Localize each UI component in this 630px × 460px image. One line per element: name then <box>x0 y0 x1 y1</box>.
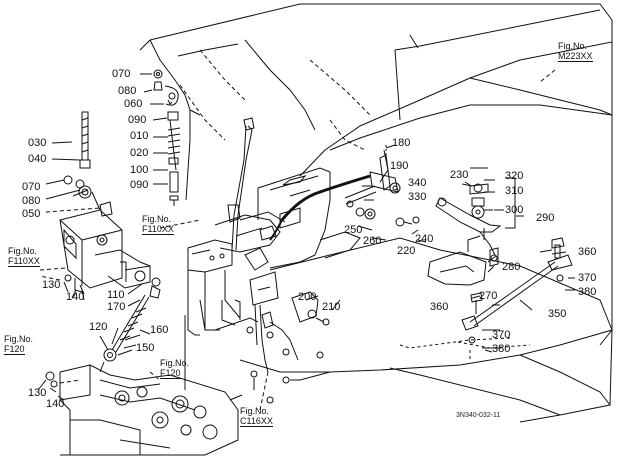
part-number: 130 <box>42 279 61 291</box>
part-number: 270 <box>479 290 498 302</box>
part-number: 340 <box>408 177 427 189</box>
part-number: 230 <box>450 169 469 181</box>
figref-f120-a-line1: Fig.No. <box>4 334 34 344</box>
floor-bolts <box>246 326 324 404</box>
figref-f110-b-line1: Fig.No. <box>8 246 38 256</box>
figref-f120-a: Fig.No. F120 <box>4 334 33 355</box>
figref-m223-line2: M223XX <box>558 51 593 62</box>
part-number: 200 <box>298 291 317 303</box>
part-number: 260 <box>363 235 382 247</box>
figref-f110-b: Fig.No. F110XX <box>8 246 40 267</box>
part-number: 190 <box>390 160 409 172</box>
lever-bracket <box>184 117 371 390</box>
part-number: 180 <box>392 137 411 149</box>
part-number: 330 <box>408 191 427 203</box>
part-number: 070 <box>22 181 41 193</box>
part-number: 040 <box>28 153 47 165</box>
part-number: 250 <box>344 224 363 236</box>
part-number: 380 <box>492 343 511 355</box>
part-number: 090 <box>130 179 149 191</box>
part-number: 070 <box>112 68 131 80</box>
part-number: 220 <box>397 245 416 257</box>
cylinder-block-left <box>39 209 161 301</box>
linkage-right <box>291 145 575 353</box>
part-number: 380 <box>578 286 597 298</box>
part-number: 080 <box>118 85 137 97</box>
leader-lines-left <box>49 281 151 401</box>
figref-f120-b: Fig.No. F120 <box>160 358 189 379</box>
part-number: 080 <box>22 195 41 207</box>
part-number: 370 <box>492 329 511 341</box>
part-number: 110 <box>107 289 125 301</box>
figref-f110-a-line1: Fig.No. <box>142 214 172 224</box>
part-number: 160 <box>150 324 169 336</box>
figref-f120-b-line1: Fig.No. <box>160 358 190 368</box>
figref-m223: Fig.No. M223XX <box>558 41 593 62</box>
part-number: 100 <box>130 164 149 176</box>
figref-c116-line2: C116XX <box>240 416 273 427</box>
figref-f120-b-line2: F120 <box>160 368 181 379</box>
part-number: 010 <box>130 130 149 142</box>
part-number: 280 <box>502 261 521 273</box>
rod-assembly-upper <box>140 69 181 206</box>
part-number: 350 <box>548 308 567 320</box>
part-number: 370 <box>578 272 597 284</box>
part-number: 210 <box>322 301 341 313</box>
part-number: 360 <box>430 301 449 313</box>
part-number: 060 <box>124 98 143 110</box>
part-number: 150 <box>136 342 155 354</box>
figref-c116: Fig.No. C116XX <box>240 406 273 427</box>
part-number: 290 <box>536 212 555 224</box>
rod-160 <box>99 294 150 373</box>
figref-f110-b-line2: F110XX <box>8 256 40 267</box>
part-number: 130 <box>28 387 47 399</box>
part-number: 170 <box>107 301 126 313</box>
figref-f120-a-line2: F120 <box>4 344 25 355</box>
cylinder-block-lower <box>37 364 243 456</box>
part-number: 320 <box>505 170 524 182</box>
part-number: 240 <box>415 233 434 245</box>
rod-assembly-left <box>45 111 113 217</box>
figref-m223-line1: Fig.No. <box>558 41 588 51</box>
part-number: 030 <box>28 137 47 149</box>
body-panels <box>139 3 613 423</box>
figref-f110-a: Fig.No. F110XX <box>142 214 174 235</box>
leader-lines-right <box>305 144 553 311</box>
figref-leaders <box>39 69 556 411</box>
part-number: 360 <box>578 246 597 258</box>
figref-c116-line1: Fig.No. <box>240 406 270 416</box>
part-number: 090 <box>128 114 147 126</box>
part-number: 140 <box>46 398 65 410</box>
part-number: 300 <box>505 204 524 216</box>
part-number: 310 <box>505 185 524 197</box>
drawing-code: 3N340-032-11 <box>456 412 501 419</box>
part-number: 020 <box>130 147 149 159</box>
part-number: 120 <box>89 321 108 333</box>
part-number: 140 <box>66 291 85 303</box>
part-number: 050 <box>22 208 41 220</box>
figref-f110-a-line2: F110XX <box>142 224 174 235</box>
